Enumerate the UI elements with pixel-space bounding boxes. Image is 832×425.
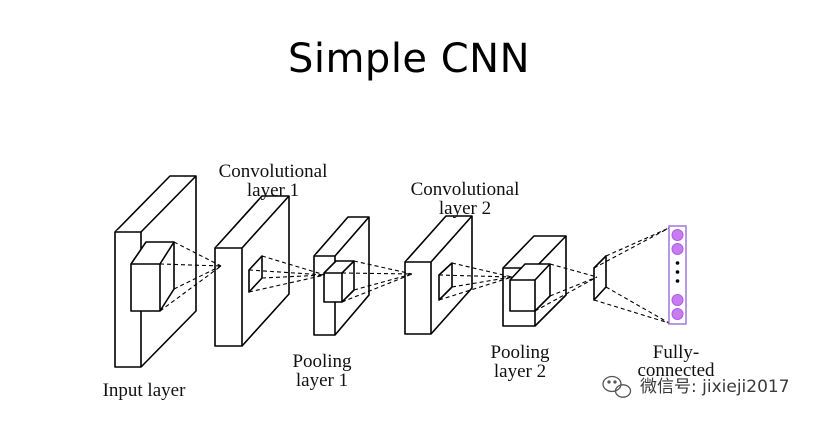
neuron (671, 243, 684, 255)
neuron (671, 308, 684, 320)
wechat-icon (602, 375, 632, 398)
ellipsis-dot (675, 261, 680, 265)
fc-label-line1: Fully- (653, 342, 699, 363)
ellipsis-dot (675, 270, 680, 274)
fc-label-line2: connected (637, 360, 715, 381)
conv1-label-line1: Convolutional (219, 161, 328, 182)
pool1-label-line2: layer 1 (296, 370, 348, 391)
pool2-label-line2: layer 2 (494, 361, 546, 382)
fully-connected-layer (668, 225, 687, 325)
conv2-label-line2: layer 2 (439, 198, 491, 219)
connection-lines (159, 227, 670, 324)
neuron (671, 229, 684, 241)
watermark: 微信号: jixieji2017 (602, 375, 790, 398)
pool2-label-line1: Pooling (490, 342, 550, 363)
diagram-title: Simple CNN (287, 36, 531, 82)
conv1-label-line2: layer 1 (247, 180, 299, 201)
watermark-text: 微信号: jixieji2017 (640, 377, 790, 397)
pool1-label-line1: Pooling (292, 351, 352, 372)
input-layer-label: Input layer (103, 380, 187, 401)
neuron (671, 294, 684, 306)
pool1-receptive-field (323, 260, 355, 303)
ellipsis-dot (675, 279, 680, 283)
conv2-label-line1: Convolutional (411, 179, 520, 200)
